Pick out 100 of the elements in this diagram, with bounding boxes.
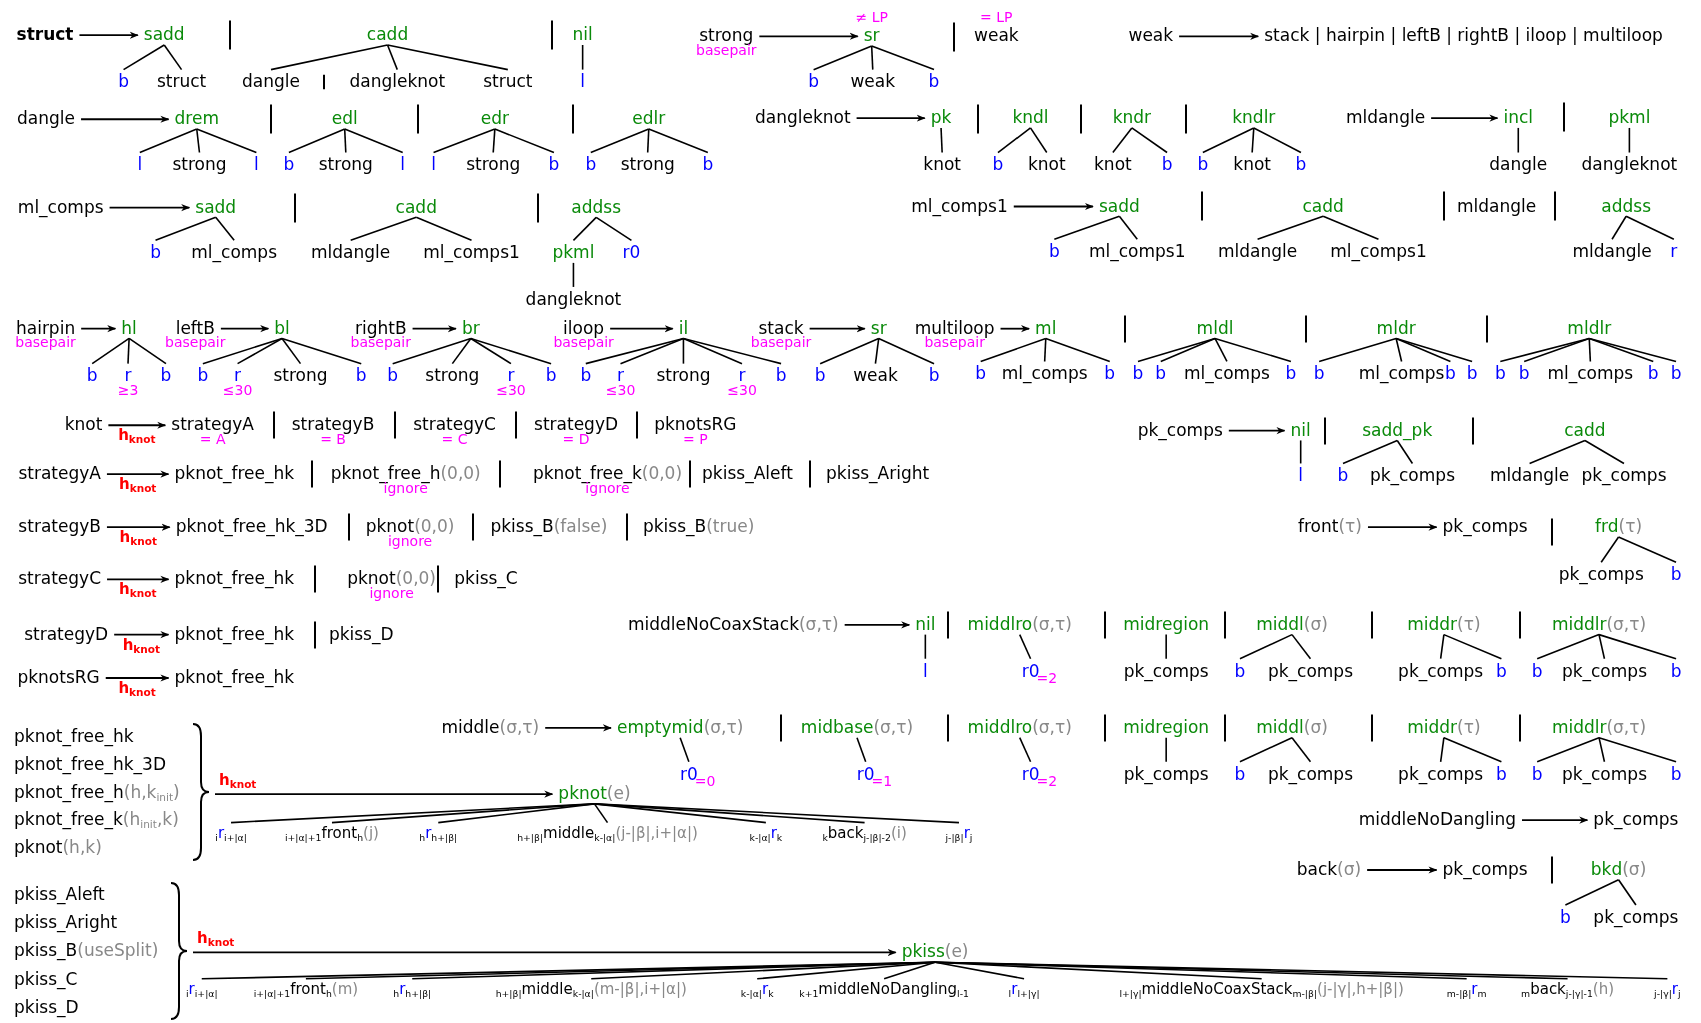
nonterminal-name: struct <box>156 72 207 93</box>
nonterminal-name: ml_comps1 <box>423 243 520 263</box>
tree-line <box>572 216 597 242</box>
nonterminal-name: pk_comps <box>1123 764 1209 785</box>
arrow <box>808 325 866 333</box>
tree-line <box>874 337 880 365</box>
nonterminal-name: ml_comps1 <box>1330 242 1427 262</box>
tree-line <box>386 44 509 71</box>
nonterminal-name: pknot_free_hk_3D <box>14 755 167 775</box>
nonterminal-name: pkiss_Aright <box>14 913 118 933</box>
tree-line <box>1395 337 1403 363</box>
terminal-symbol: b <box>1445 364 1456 384</box>
tree-line <box>1443 736 1503 763</box>
nonterminal-name: pk_comps <box>1267 764 1353 785</box>
function-name: kndlr <box>1232 108 1276 128</box>
nonterminal-name: middleNoDangling <box>1358 810 1516 830</box>
nonterminal-name: mldangle <box>1489 466 1570 486</box>
tree-line <box>451 337 472 365</box>
nonterminal-name: weak <box>1128 26 1174 47</box>
tree-line <box>679 736 690 763</box>
nonterminal-name: $_{k+1}$middleNoDangling$_{l-1}$ <box>799 981 969 1000</box>
tree-line <box>139 128 198 154</box>
tree-line <box>997 127 1032 154</box>
tree-line <box>281 337 363 365</box>
terminal-symbol: b <box>1155 364 1167 384</box>
function-name: sr <box>863 26 880 47</box>
terminal-symbol: b <box>1132 364 1144 384</box>
tree-line <box>281 337 302 365</box>
terminal-symbol: b <box>545 366 557 387</box>
tree-line <box>619 337 685 365</box>
annotation-text: = LP <box>980 9 1013 25</box>
arrow <box>107 421 167 429</box>
terminal-symbol: $_{i}$r$_{i+|α|}$ <box>215 825 247 843</box>
nonterminal-name: ml_comps <box>1184 364 1270 384</box>
function-name: pk <box>930 108 952 128</box>
annotation-text: ≤30 <box>605 383 636 399</box>
arrow <box>1366 866 1438 874</box>
terminal-symbol: b <box>808 72 819 93</box>
function-name: cadd <box>366 25 409 45</box>
terminal-symbol: b <box>1234 764 1246 785</box>
arrow <box>758 32 859 40</box>
nonterminal-name: pknot_free_hk <box>174 569 295 590</box>
nonterminal-name: middleNoCoaxStack(σ,τ) <box>628 615 839 635</box>
tree-line <box>432 128 496 154</box>
function-name: sadd <box>143 25 185 45</box>
arrow <box>106 575 170 583</box>
tree-line <box>682 337 782 365</box>
tree-line <box>1291 736 1312 763</box>
tree-line <box>595 216 633 242</box>
tree-line <box>1625 215 1675 241</box>
annotation-text: ≤30 <box>222 383 253 399</box>
nonterminal-name: struct <box>483 72 533 93</box>
tree-line <box>1536 633 1600 660</box>
tree-line <box>437 803 596 824</box>
nonterminal-name: strong <box>656 366 711 387</box>
tree-line <box>1029 127 1048 154</box>
nonterminal-name: mldangle <box>311 243 391 263</box>
tree-line <box>1395 337 1473 363</box>
tree-line <box>1628 127 1631 154</box>
function-name: middr(τ) <box>1407 615 1481 635</box>
terminal-symbol: r <box>1670 242 1678 262</box>
nonterminal-name: strategyA <box>18 464 101 484</box>
nonterminal-name: dangle <box>242 72 300 93</box>
function-name: mldl <box>1196 318 1234 339</box>
function-name: pkml <box>552 243 595 263</box>
nonterminal-name: pknot_free_hk <box>14 727 134 747</box>
tree-line <box>470 337 512 365</box>
terminal-symbol: l <box>400 155 406 176</box>
nonterminal-name: pknot_free_h(h,k$_{init}$) <box>14 783 180 803</box>
nonterminal-name: pkiss_B(false) <box>490 517 608 537</box>
nonterminal-name: pk_comps <box>1593 908 1679 928</box>
tree-line <box>756 961 936 980</box>
nonterminal-name: weak <box>974 26 1019 47</box>
arrow <box>544 724 612 732</box>
terminal-symbol: b <box>1560 908 1571 928</box>
nonterminal-name: pknot_free_hk <box>174 668 295 688</box>
arrow <box>609 325 674 333</box>
tree-line <box>1299 439 1302 465</box>
arrow <box>411 325 457 333</box>
tree-line <box>386 44 399 71</box>
nonterminal-name: pk_comps <box>1398 764 1484 785</box>
tree-line <box>128 337 167 365</box>
nonterminal-name: pk_comps <box>1593 810 1679 830</box>
tree-line <box>492 128 496 154</box>
terminal-symbol: $_{j-|β|}$r$_{j}$ <box>945 825 973 843</box>
tree-line <box>1131 127 1168 154</box>
tree-line <box>593 803 960 824</box>
function-name: cadd <box>1302 196 1344 217</box>
terminal-symbol: b <box>928 72 940 93</box>
terminal-symbol: l <box>1298 466 1304 486</box>
terminal-symbol: b <box>150 243 161 263</box>
tree-line <box>415 216 473 242</box>
nonterminal-name: strong <box>318 155 373 176</box>
arrow <box>1521 816 1589 824</box>
tree-line <box>1256 215 1324 241</box>
arrow <box>113 631 170 639</box>
terminal-symbol: $_{m-|β|}$r$_{m}$ <box>1446 981 1487 1000</box>
nonterminal-name: weak <box>853 366 898 387</box>
function-name: middr(τ) <box>1407 718 1481 738</box>
tree-line <box>1239 736 1293 763</box>
